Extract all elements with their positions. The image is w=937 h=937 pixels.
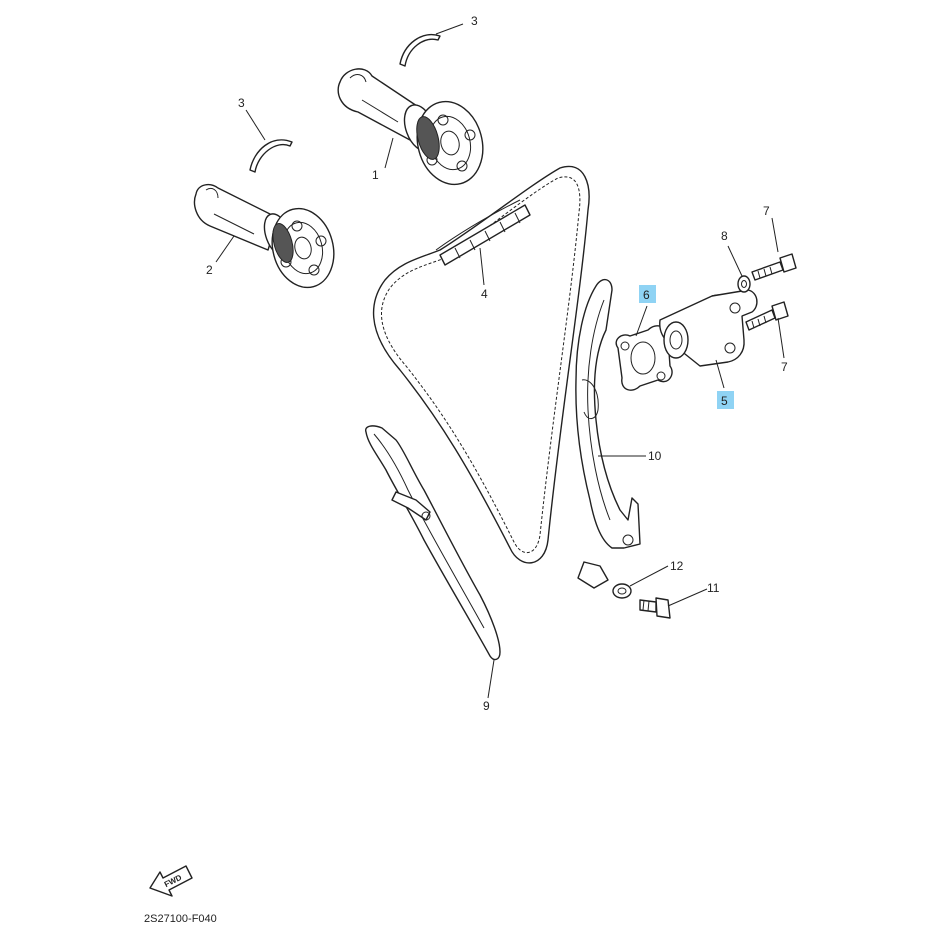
timing-chain-4[interactable] xyxy=(372,165,590,564)
callout-7-upper: 7 xyxy=(763,204,770,218)
callout-9: 9 xyxy=(483,699,490,713)
tensioner-guide-10[interactable] xyxy=(575,279,641,589)
fwd-arrow-icon: FWD xyxy=(149,865,193,897)
cam-chain-tensioner-5[interactable] xyxy=(659,289,758,367)
chain-guide-9[interactable] xyxy=(365,425,501,661)
callout-8: 8 xyxy=(721,229,728,243)
bolt-7-lower[interactable] xyxy=(745,301,789,331)
leader-lines xyxy=(215,23,785,699)
callout-2: 2 xyxy=(206,263,213,277)
callout-5: 5 xyxy=(721,394,728,408)
camshaft-2[interactable] xyxy=(193,183,343,295)
callout-11: 11 xyxy=(707,581,720,595)
diagram-code: 2S27100-F040 xyxy=(144,913,217,925)
bolt-7-upper[interactable] xyxy=(751,253,797,281)
tensioner-gasket-6[interactable] xyxy=(615,325,673,391)
clip-3-lower[interactable] xyxy=(249,139,293,173)
callout-6-highlight xyxy=(639,285,656,303)
camshaft-1[interactable] xyxy=(337,68,492,192)
callout-12: 12 xyxy=(670,559,684,573)
washer-12[interactable] xyxy=(612,583,632,599)
callout-5-highlight xyxy=(717,391,734,409)
callout-10: 10 xyxy=(648,449,662,463)
clip-3-upper[interactable] xyxy=(399,33,441,67)
washer-8[interactable] xyxy=(737,275,751,293)
callout-7-lower: 7 xyxy=(781,360,788,374)
callout-4: 4 xyxy=(481,287,488,301)
callout-3-lower: 3 xyxy=(238,96,245,110)
callout-3-upper: 3 xyxy=(471,14,478,28)
bolt-11[interactable] xyxy=(639,597,671,619)
callout-6: 6 xyxy=(643,288,650,302)
callout-1: 1 xyxy=(372,168,379,182)
